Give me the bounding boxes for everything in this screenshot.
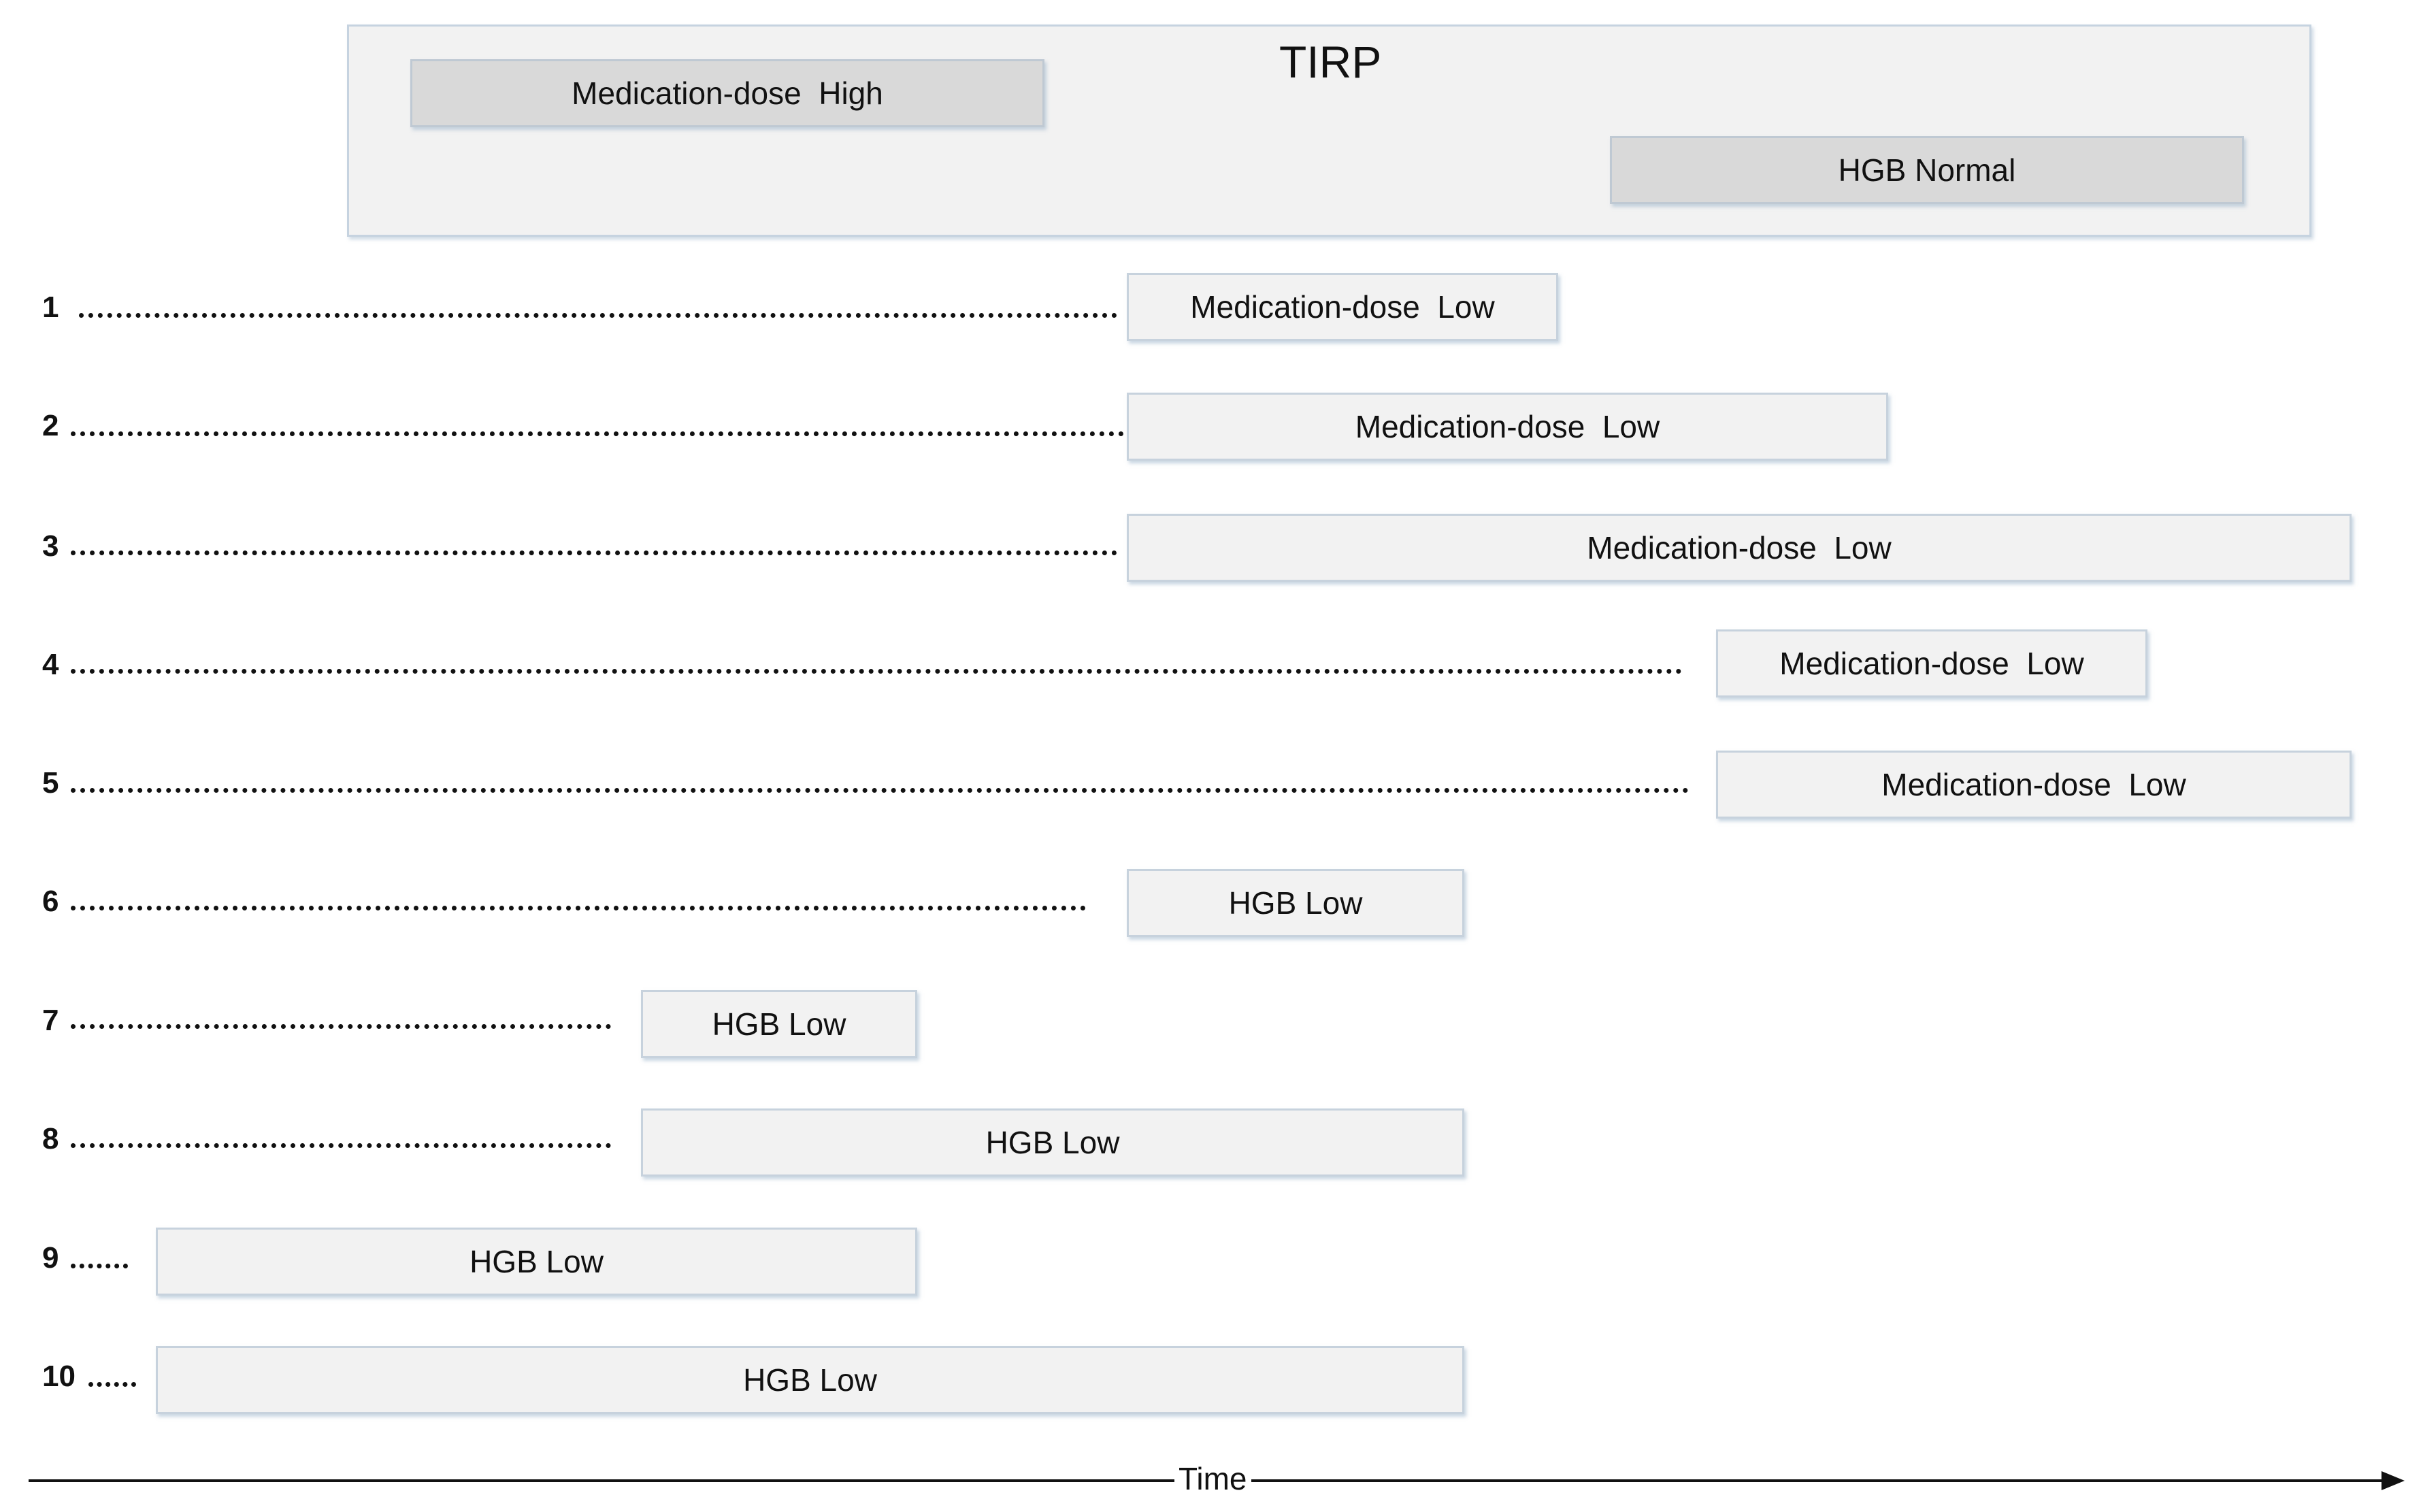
row-number: 5 [42, 766, 59, 800]
row-dotted-line [88, 1382, 136, 1387]
row-dotted-line [71, 550, 1117, 555]
row-interval: HGB Low [641, 990, 917, 1058]
arrow-right-icon [2381, 1471, 2405, 1490]
row-number: 4 [42, 648, 59, 681]
row-dotted-line [71, 1143, 611, 1148]
row-interval: Medication-dose Low [1127, 514, 2352, 582]
row-dotted-line [71, 1264, 128, 1268]
row-interval: Medication-dose Low [1127, 393, 1888, 461]
row-interval: HGB Low [641, 1108, 1464, 1177]
row-dotted-line [79, 313, 1117, 318]
row-number: 6 [42, 885, 59, 918]
row-interval: Medication-dose Low [1127, 273, 1558, 341]
row-dotted-line [71, 788, 1689, 793]
tirp-interval-hgb-normal: HGB Normal [1610, 136, 2244, 204]
row-dotted-line [71, 1024, 611, 1029]
row-dotted-line [71, 906, 1086, 910]
row-number: 1 [42, 291, 59, 324]
row-number: 3 [42, 529, 59, 563]
time-axis-label: Time [1174, 1463, 1251, 1494]
row-number: 9 [42, 1241, 59, 1275]
row-number: 2 [42, 409, 59, 442]
row-interval: HGB Low [156, 1346, 1464, 1414]
row-number: 8 [42, 1122, 59, 1155]
row-interval: Medication-dose Low [1716, 751, 2352, 819]
tirp-title: TIRP [1279, 37, 1382, 87]
row-dotted-line [71, 669, 1682, 674]
row-interval: HGB Low [156, 1228, 917, 1296]
row-interval: HGB Low [1127, 869, 1464, 937]
row-number: 10 [42, 1360, 76, 1393]
row-interval: Medication-dose Low [1716, 629, 2147, 697]
row-dotted-line [71, 431, 1124, 436]
row-number: 7 [42, 1004, 59, 1037]
tirp-interval-medication-high: Medication-dose High [410, 59, 1044, 127]
